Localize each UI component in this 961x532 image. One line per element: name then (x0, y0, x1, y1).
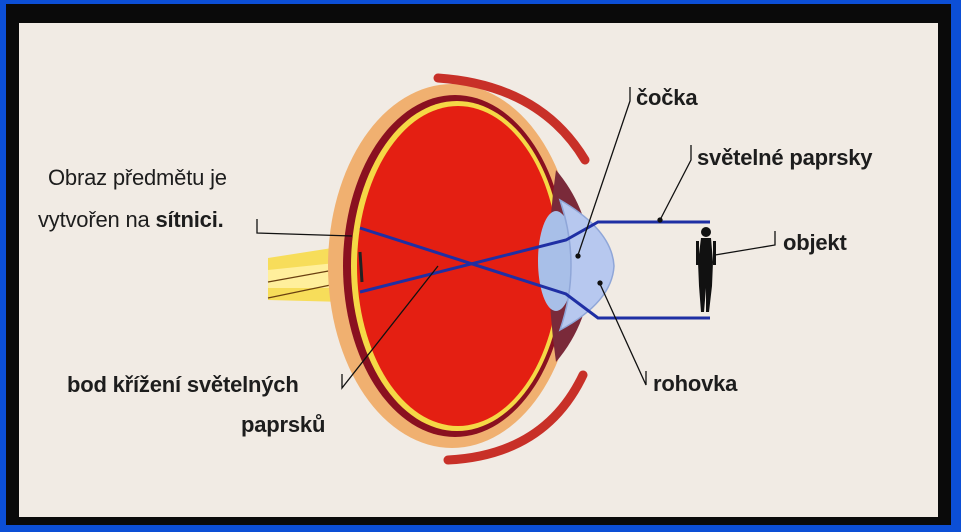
leader-objekt (715, 231, 775, 255)
object-person-icon (696, 227, 716, 312)
label-bod-line2: paprsků (241, 411, 325, 439)
eye-diagram (19, 23, 938, 517)
label-obraz-sitnici: sítnici. (155, 207, 223, 232)
label-cocka: čočka (636, 84, 697, 112)
label-obraz-line1: Obraz předmětu je (48, 164, 227, 192)
label-obraz-line2-prefix: vytvořen na (38, 207, 150, 232)
label-obraz-line2: vytvořen na sítnici. (38, 206, 224, 234)
leader-svetelne-paprsky (660, 145, 691, 220)
leader-rohovka (600, 284, 646, 385)
label-objekt: objekt (783, 229, 847, 257)
fovea-marker (360, 252, 362, 282)
label-rohovka: rohovka (653, 370, 737, 398)
label-bod-line1: bod křížení světelných (67, 371, 299, 399)
diagram-panel: čočka světelné paprsky objekt rohovka Ob… (19, 23, 938, 517)
label-svetelne-paprsky: světelné paprsky (697, 144, 872, 172)
